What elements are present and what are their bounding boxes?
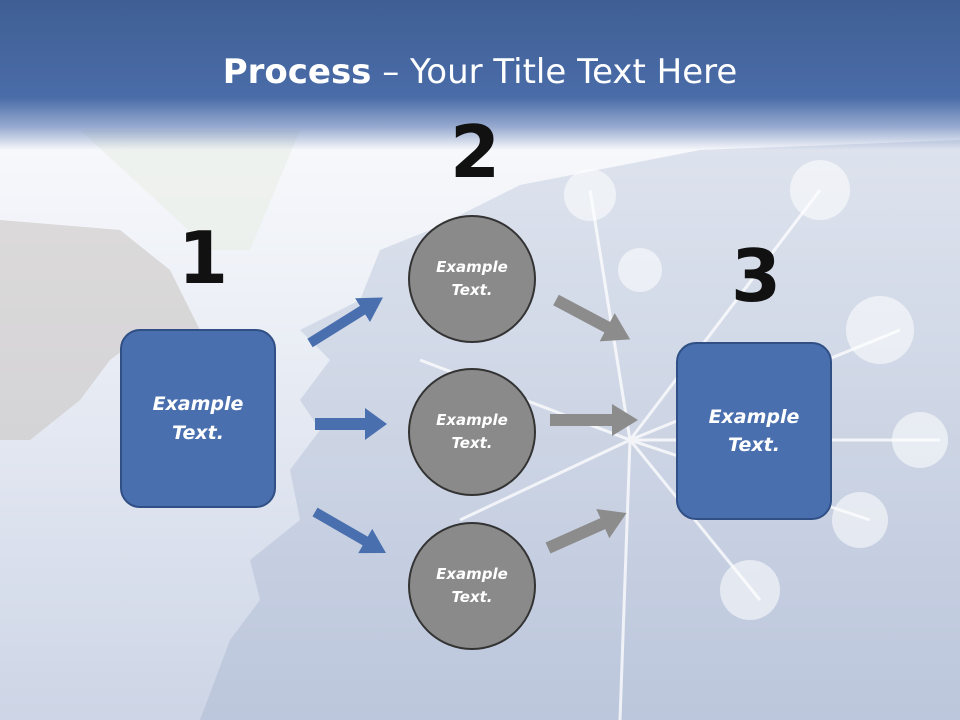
title-bold: Process: [222, 52, 372, 92]
slide-title: Process – Your Title Text Here: [0, 52, 960, 92]
circle-middle-label: Example Text.: [436, 410, 508, 452]
glass-card-shape: [80, 130, 300, 250]
step-number-1: 1: [178, 216, 229, 300]
step-3-box-label: Example Text.: [708, 405, 800, 457]
arrow-right: [315, 408, 387, 440]
header-band: [0, 0, 960, 150]
title-rest: – Your Title Text Here: [371, 52, 738, 92]
gray-arrow-down-right: [553, 294, 631, 342]
step-2-circle-middle: Example Text.: [408, 368, 536, 496]
hand-silhouette: [0, 220, 200, 440]
step-2-circle-bottom: Example Text.: [408, 522, 536, 650]
gray-arrow-up-right: [545, 508, 627, 554]
gray-arrow-right: [550, 404, 638, 436]
circle-top-label: Example Text.: [436, 257, 508, 299]
arrow-down-right: [312, 507, 387, 554]
step-1-box-label: Example Text.: [152, 393, 244, 444]
step-number-3: 3: [731, 234, 782, 318]
step-1-box: Example Text.: [120, 329, 276, 508]
arrow-up-right: [307, 297, 383, 348]
step-3-box: Example Text.: [676, 342, 832, 520]
step-number-2: 2: [450, 110, 501, 194]
circle-bottom-label: Example Text.: [436, 564, 508, 606]
step-2-circle-top: Example Text.: [408, 215, 536, 343]
